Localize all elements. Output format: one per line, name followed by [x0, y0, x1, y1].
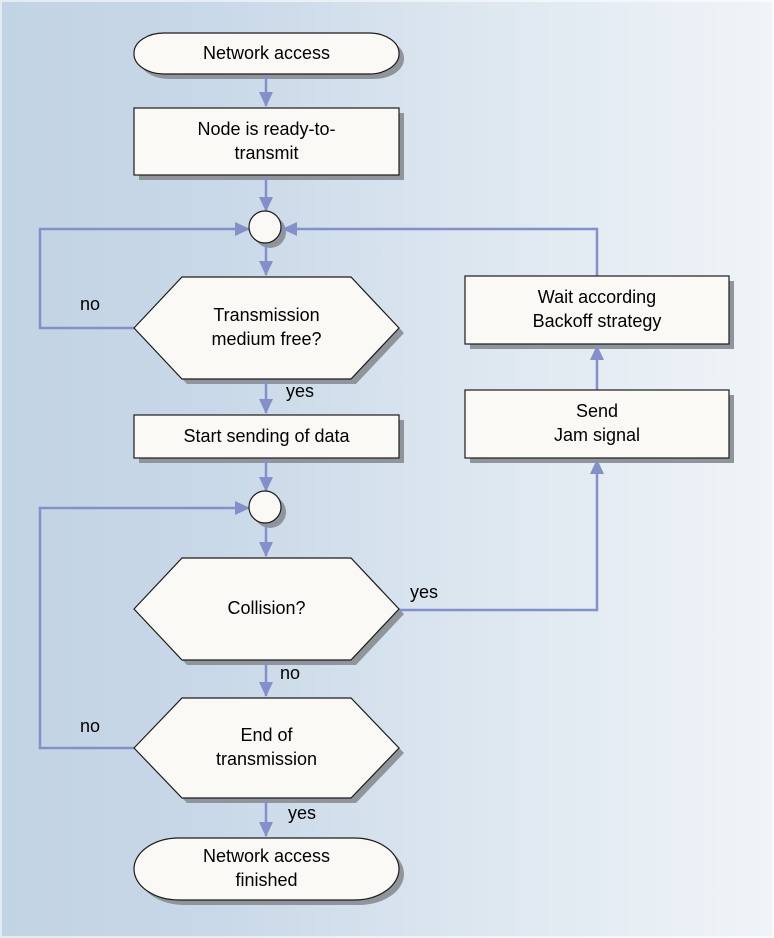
edge-collision-yes-to-jam [399, 459, 604, 612]
end-transmission-decision-shape [133, 697, 400, 799]
wait-backoff-process-shape [464, 275, 730, 345]
junction-circle-1 [248, 210, 282, 244]
junction-circle-2 [248, 490, 282, 524]
edge-medium-no-loop [38, 222, 250, 330]
finished-terminator-shape [133, 837, 400, 901]
start-sending-process-shape [133, 414, 400, 459]
ready-process-shape [133, 107, 400, 176]
start-terminator-shape [133, 32, 400, 75]
medium-free-decision-shape [133, 276, 400, 380]
send-jam-process-shape [464, 389, 730, 459]
collision-decision-shape [133, 557, 400, 661]
edge-end-no-loop [38, 501, 250, 750]
flow-edges [38, 74, 604, 837]
flow-shapes [133, 32, 730, 901]
edge-wait-to-junction1 [282, 222, 599, 276]
